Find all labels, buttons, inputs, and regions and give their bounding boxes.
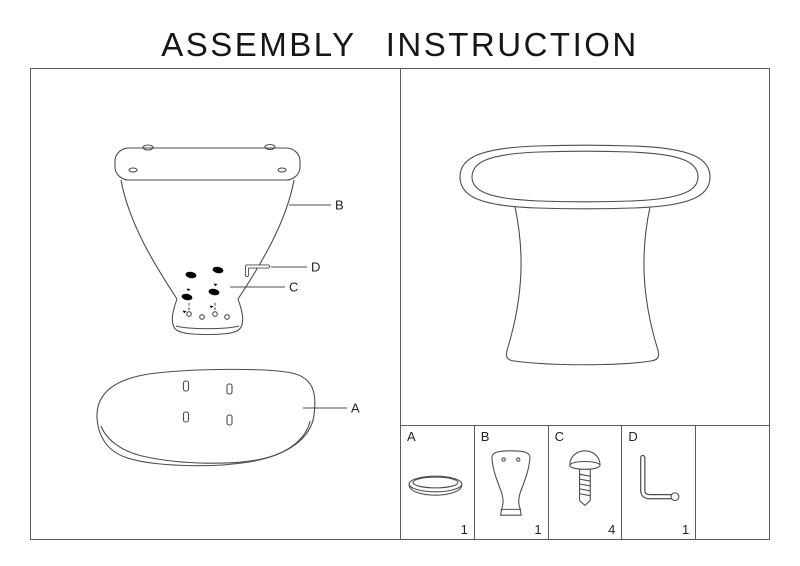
parts-cell-d: D 1 [622, 426, 697, 539]
panel-divider [400, 69, 401, 539]
part-qty-b: 1 [534, 522, 542, 537]
part-qty-d: 1 [681, 522, 690, 537]
allen-key-drawing [245, 264, 270, 277]
callout-label-d: D [311, 260, 320, 275]
base-plate-icon [408, 475, 463, 496]
parts-cell-a: A 1 [401, 426, 475, 539]
callout-label-a: A [351, 401, 360, 416]
assembled-table-drawing [459, 144, 711, 366]
callout-label-c: C [289, 280, 298, 295]
allen-key-icon [640, 454, 680, 502]
instruction-panel: B D C A A 1 [30, 68, 770, 540]
table-body-icon [491, 450, 531, 516]
exploded-view-drawing: B D C A [96, 143, 360, 467]
assembled-view-drawing [459, 144, 711, 366]
parts-cell-empty [696, 426, 769, 539]
parts-cell-b: B 1 [475, 426, 549, 539]
part-label-a: A [407, 429, 416, 444]
base-plate-drawing [96, 368, 316, 467]
page-title: ASSEMBLY INSTRUCTION [161, 26, 639, 63]
parts-list: A 1 B 1 C [401, 425, 769, 539]
part-label-b: B [480, 429, 490, 444]
part-qty-c: 4 [608, 522, 616, 537]
inverted-table-body-drawing [114, 143, 301, 336]
part-label-d: D [628, 429, 638, 444]
screw-icon [568, 450, 601, 507]
part-qty-a: 1 [460, 522, 468, 537]
parts-cell-c: C 4 [549, 426, 623, 539]
screws-drawing [178, 265, 224, 315]
callout-leader-lines [230, 204, 347, 409]
part-label-c: C [554, 429, 564, 444]
callout-label-b: B [335, 198, 344, 213]
